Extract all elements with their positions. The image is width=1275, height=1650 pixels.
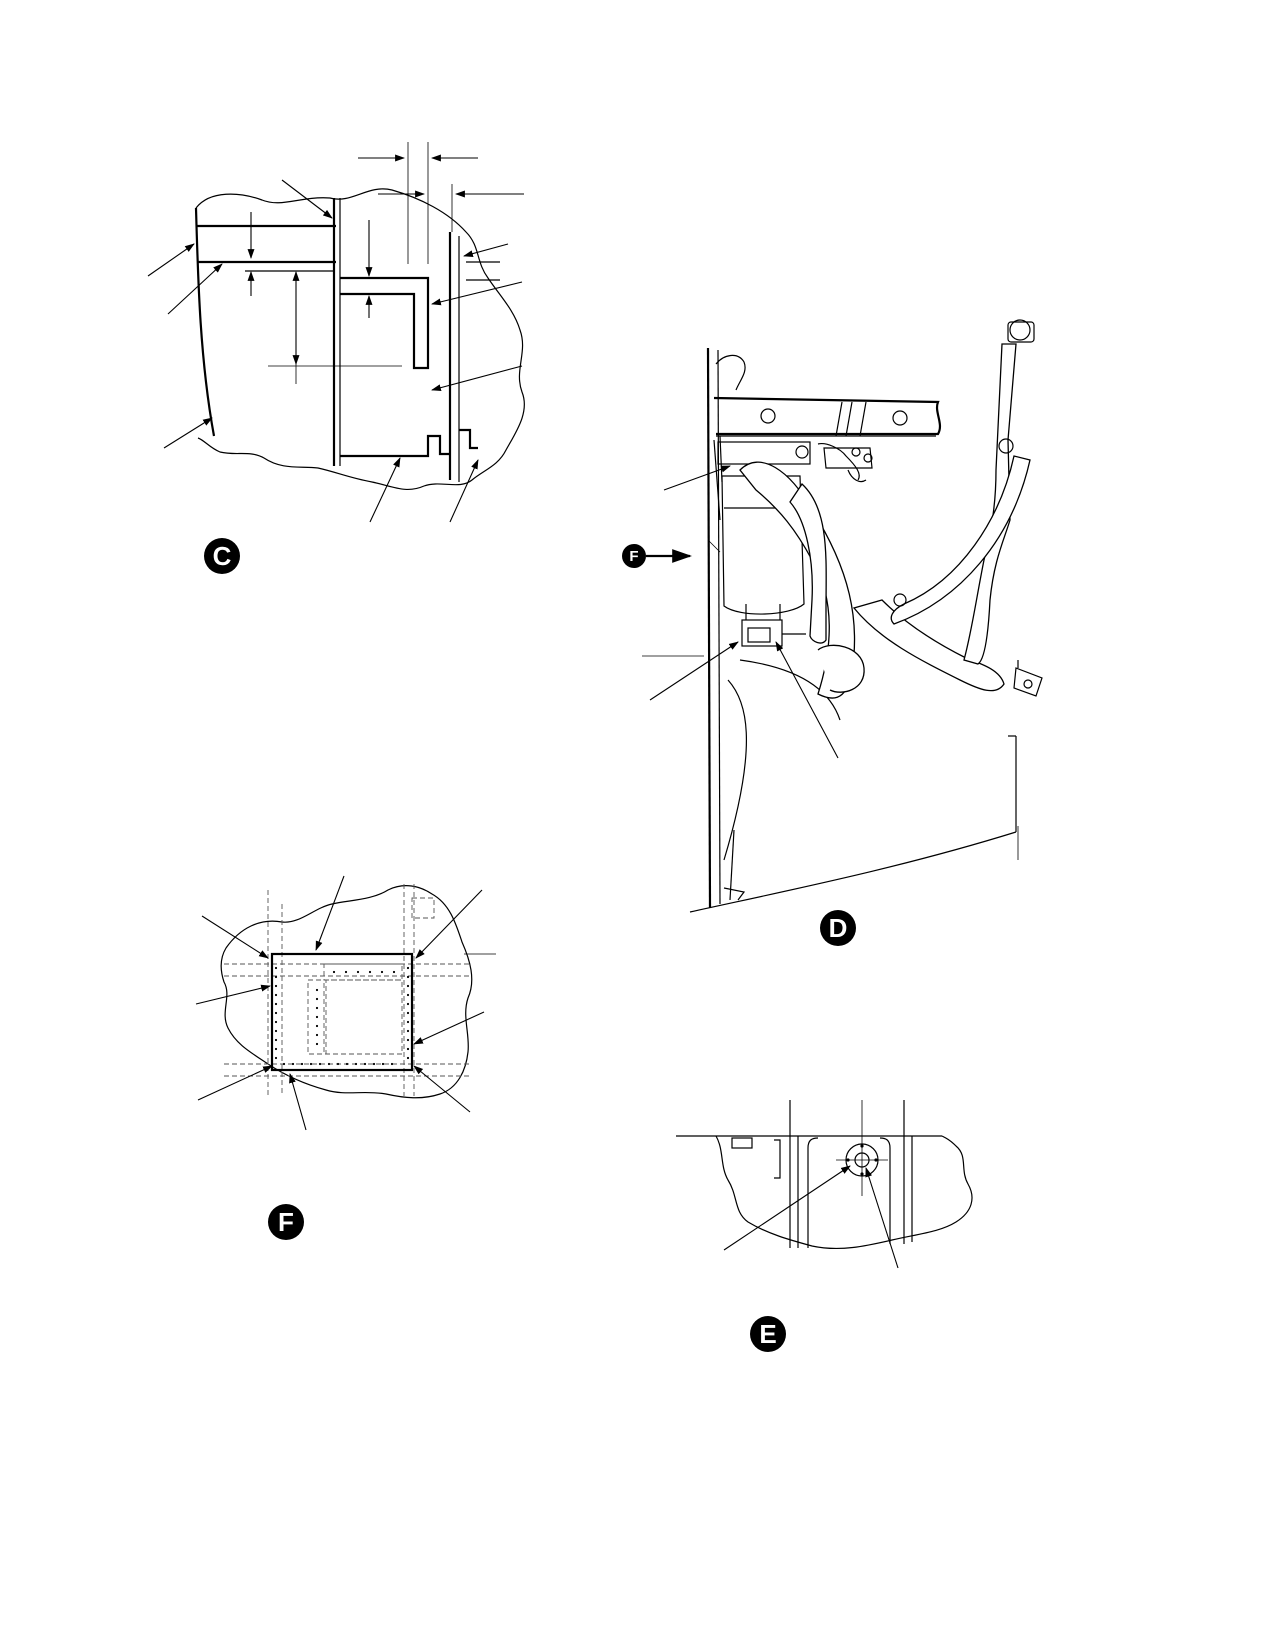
rivet-dot: [327, 1062, 331, 1066]
rivet-dot: [406, 1047, 410, 1051]
rivet-dot: [406, 1002, 410, 1006]
rivet-dot: [406, 1020, 410, 1024]
view-e-drawing: [676, 1100, 973, 1269]
rivet-dot: [392, 970, 396, 974]
rivet-dot: [315, 1033, 319, 1037]
rivet-dot: [274, 1047, 278, 1051]
view-c-drawing: [147, 142, 525, 523]
rivet-dot: [282, 1062, 286, 1066]
rivet-dot: [274, 1011, 278, 1015]
rivet-dot: [274, 1020, 278, 1024]
rivet-dot: [356, 970, 360, 974]
rivet-dot: [332, 970, 336, 974]
view-f-reference-label: F: [629, 548, 638, 565]
rivet-dot: [274, 993, 278, 997]
rivet-dot: [315, 997, 319, 1001]
rivet-pattern: [274, 966, 410, 1066]
rivet-dot: [363, 1062, 367, 1066]
rivet-dot: [380, 970, 384, 974]
view-f-badge: F: [268, 1204, 304, 1240]
rivet-dot: [406, 993, 410, 997]
rivet-dot: [274, 975, 278, 979]
rivet-dot: [315, 988, 319, 992]
rivet-dot: [368, 970, 372, 974]
rivet-dot: [315, 1042, 319, 1046]
rivet-dot: [309, 1062, 313, 1066]
rivet-dot: [300, 1062, 304, 1066]
view-f-drawing: [195, 875, 496, 1131]
view-d-label: D: [829, 913, 848, 943]
rivet-dot: [390, 1062, 394, 1066]
rivet-dot: [406, 975, 410, 979]
rivet-dot: [274, 1056, 278, 1060]
rivet-dot: [406, 966, 410, 970]
rivet-dot: [315, 1006, 319, 1010]
rivet-dot: [274, 1029, 278, 1033]
rivet-dot: [315, 1015, 319, 1019]
rivet-dot: [274, 1038, 278, 1042]
view-e-badge: E: [750, 1316, 786, 1352]
rivet-dot: [274, 1002, 278, 1006]
view-c-badge: C: [204, 538, 240, 574]
rivet-dot: [381, 1062, 385, 1066]
view-f-label: F: [278, 1207, 294, 1237]
rivet-dot: [336, 1062, 340, 1066]
rivet-dot: [318, 1062, 322, 1066]
rivet-dot: [406, 1038, 410, 1042]
rivet-dot: [406, 1056, 410, 1060]
view-e-label: E: [759, 1319, 776, 1349]
rivet-dot: [406, 984, 410, 988]
rivet-dot: [354, 1062, 358, 1066]
rivet-dot: [406, 1011, 410, 1015]
rivet-dot: [291, 1062, 295, 1066]
rivet-dot: [315, 1024, 319, 1028]
view-f-reference-marker: F: [622, 544, 692, 568]
view-c-label: C: [213, 541, 232, 571]
rivet-dot: [372, 1062, 376, 1066]
rivet-dot: [406, 1029, 410, 1033]
rivet-dot: [274, 984, 278, 988]
view-d-drawing: [642, 319, 1043, 913]
rivet-dot: [274, 966, 278, 970]
rivet-dot: [345, 1062, 349, 1066]
view-d-badge: D: [820, 910, 856, 946]
rivet-dot: [344, 970, 348, 974]
